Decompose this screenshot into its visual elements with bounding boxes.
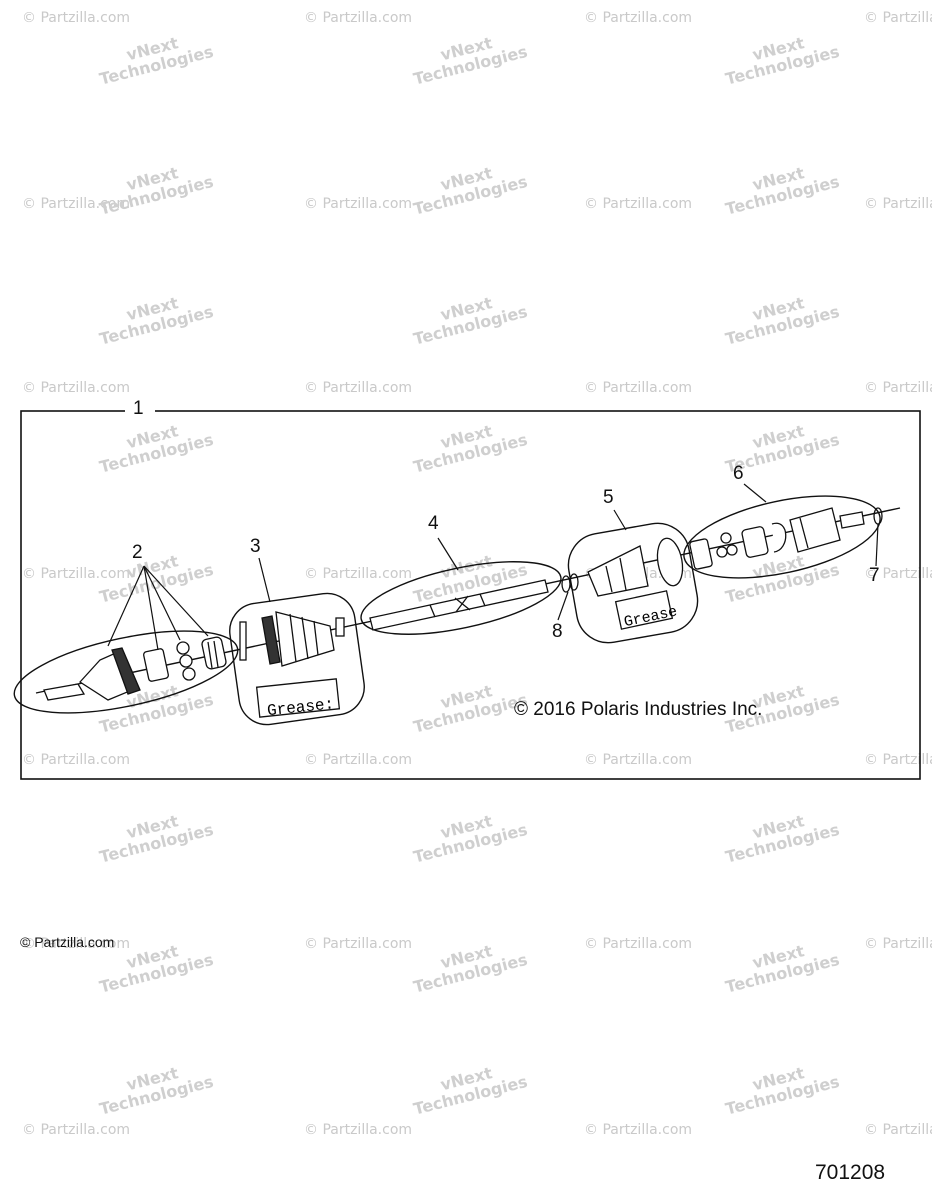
partzilla-mark: © Partzilla.com: [20, 934, 115, 950]
partzilla-watermark: © Partzilla.com: [304, 10, 413, 26]
assembly-frame: [20, 410, 921, 780]
partzilla-watermark: © Partzilla.com: [304, 566, 413, 582]
partzilla-watermark: © Partzilla.com: [864, 1122, 932, 1138]
ring-8-b: [569, 573, 579, 591]
outer-cv-joint: [43, 636, 227, 701]
inner-cv-joint: [689, 507, 865, 570]
outer-boot-kit: [587, 537, 684, 630]
inner-boot-kit: [239, 611, 345, 718]
partzilla-watermark: © Partzilla.com: [864, 380, 932, 396]
ring-8-a: [561, 575, 571, 593]
partzilla-watermark: © Partzilla.com: [22, 752, 131, 768]
partzilla-watermark: © Partzilla.com: [864, 936, 932, 952]
partzilla-watermark: © Partzilla.com: [22, 1122, 131, 1138]
callout-4: 4: [428, 513, 439, 534]
callout-1: 1: [133, 398, 144, 419]
partzilla-watermark: © Partzilla.com: [22, 566, 131, 582]
callout-5: 5: [603, 487, 614, 508]
group-3-outline: [229, 592, 365, 726]
group-4-outline: [360, 561, 562, 635]
partzilla-watermark: © Partzilla.com: [864, 196, 932, 212]
callout-7: 7: [869, 565, 880, 586]
partzilla-watermark: © Partzilla.com: [584, 196, 693, 212]
axle-shaft: [369, 579, 549, 631]
partzilla-watermark: © Partzilla.com: [22, 380, 131, 396]
partzilla-watermark: © Partzilla.com: [22, 10, 131, 26]
copyright-notice: © 2016 Polaris Industries Inc.: [514, 699, 763, 720]
partzilla-watermark: © Partzilla.com: [304, 752, 413, 768]
partzilla-watermark: © Partzilla.com: [304, 1122, 413, 1138]
partzilla-watermark: © Partzilla.com: [864, 752, 932, 768]
callout-2: 2: [132, 542, 143, 563]
partzilla-watermark: © Partzilla.com: [584, 10, 693, 26]
group-6-outline: [683, 495, 881, 579]
partzilla-watermark: © Partzilla.com: [304, 936, 413, 952]
partzilla-watermark: © Partzilla.com: [584, 752, 693, 768]
partzilla-watermark: © Partzilla.com: [864, 566, 932, 582]
callout-6: 6: [733, 463, 744, 484]
leader-lines: [107, 483, 879, 651]
partzilla-watermark: © Partzilla.com: [584, 380, 693, 396]
group-5-outline: [567, 522, 699, 644]
partzilla-watermark: © Partzilla.com: [22, 196, 131, 212]
callout-8: 8: [552, 621, 563, 642]
partzilla-watermark: © Partzilla.com: [584, 1122, 693, 1138]
callout-3: 3: [250, 536, 261, 557]
partzilla-watermark: © Partzilla.com: [584, 936, 693, 952]
group-2-outline: [13, 630, 239, 714]
partzilla-watermark: © Partzilla.com: [22, 936, 131, 952]
diagram-part-number: 701208: [815, 1161, 886, 1184]
partzilla-watermark: © Partzilla.com: [304, 196, 413, 212]
partzilla-watermark: © Partzilla.com: [864, 10, 932, 26]
partzilla-watermark: © Partzilla.com: [304, 380, 413, 396]
